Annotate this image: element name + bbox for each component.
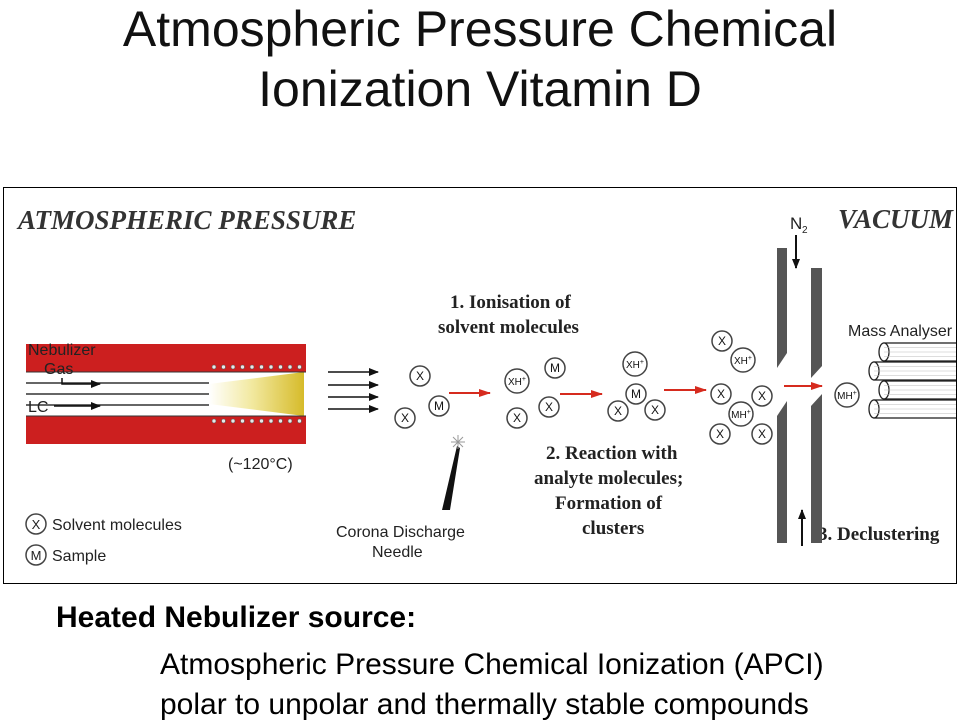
- caption-line1: Atmospheric Pressure Chemical Ionization…: [160, 648, 824, 681]
- svg-text:X: X: [545, 400, 553, 414]
- mass-analyser-rods: [868, 342, 956, 419]
- svg-text:X: X: [401, 411, 409, 425]
- svg-text:XH+: XH+: [734, 355, 752, 367]
- nebulizer-label-line2: Gas: [44, 361, 73, 378]
- solvent-molecule: X: [751, 385, 773, 407]
- sample-molecule: M: [428, 395, 450, 417]
- solvent-molecule: X: [394, 407, 416, 429]
- svg-text:X: X: [416, 369, 424, 383]
- quadrupole-rod: [878, 380, 956, 400]
- step2-line1: 2. Reaction with: [546, 443, 678, 464]
- step2-line2: analyte molecules;: [534, 468, 683, 489]
- mass-analyser-label: Mass Analyser: [848, 323, 953, 340]
- page-title-line2: Ionization Vitamin D: [258, 61, 702, 117]
- legend-sample-symbol: [25, 544, 47, 566]
- protonated-solvent-ion: XH+: [730, 347, 756, 373]
- svg-text:X: X: [758, 427, 766, 441]
- step1-line2: solvent molecules: [438, 317, 579, 338]
- page-title-line1: Atmospheric Pressure Chemical: [122, 1, 838, 57]
- solvent-molecule: X: [506, 407, 528, 429]
- corona-needle: [442, 435, 465, 510]
- legend-solvent-letter: X: [32, 517, 41, 532]
- svg-text:X: X: [651, 403, 659, 417]
- protonated-solvent-ion: XH+: [504, 368, 530, 394]
- legend-solvent-symbol: [25, 513, 47, 535]
- svg-text:X: X: [718, 334, 726, 348]
- region-vacuum-label: VACUUM: [838, 204, 954, 234]
- spray-arrows: [328, 368, 379, 413]
- solvent-molecule: X: [710, 383, 732, 405]
- svg-text:X: X: [717, 387, 725, 401]
- apci-diagram: ATMOSPHERIC PRESSURE VACUUM N 2 Nebulize…: [3, 187, 957, 584]
- heater-dots-top: [211, 364, 302, 370]
- legend-sample-letter: M: [31, 548, 42, 563]
- step3-label: 3. Declustering: [818, 524, 940, 545]
- svg-text:X: X: [614, 404, 622, 418]
- svg-text:XH+: XH+: [508, 376, 526, 388]
- step2-line3: Formation of: [555, 493, 663, 514]
- apci-diagram-svg: ATMOSPHERIC PRESSURE VACUUM N 2 Nebulize…: [16, 204, 956, 566]
- corona-label-line2: Needle: [372, 544, 423, 561]
- legend-sample-label: Sample: [52, 548, 106, 565]
- nitrogen-label: N: [790, 214, 802, 233]
- svg-text:XH+: XH+: [626, 359, 644, 371]
- skimmer-plates: [777, 248, 822, 543]
- corona-label-line1: Corona Discharge: [336, 524, 465, 541]
- protonated-sample-ion: MH+: [728, 401, 754, 427]
- protonated-sample-ion: MH+: [834, 382, 860, 408]
- heater-dots-bottom: [211, 418, 302, 424]
- svg-text:X: X: [716, 427, 724, 441]
- solvent-molecule: X: [607, 400, 629, 422]
- quadrupole-rod: [868, 399, 956, 419]
- temperature-label: (~120°C): [228, 456, 293, 473]
- legend-solvent-label: Solvent molecules: [52, 517, 182, 534]
- svg-text:M: M: [434, 399, 444, 413]
- gas-arrow: [61, 378, 101, 388]
- solvent-molecule: X: [538, 396, 560, 418]
- nitrogen-subscript: 2: [802, 225, 808, 236]
- legend: X Solvent molecules M Sample: [25, 513, 182, 566]
- quadrupole-rod: [878, 342, 956, 362]
- caption-heading: Heated Nebulizer source:: [56, 601, 417, 634]
- svg-text:M: M: [550, 361, 560, 375]
- svg-text:X: X: [513, 411, 521, 425]
- nebulizer-label-line1: Nebulizer: [28, 342, 96, 359]
- solvent-molecule: X: [644, 399, 666, 421]
- protonated-solvent-ion: XH+: [622, 351, 648, 377]
- region-atmospheric-label: ATMOSPHERIC PRESSURE: [16, 205, 356, 235]
- step2-line4: clusters: [582, 518, 644, 539]
- sample-molecule: M: [544, 357, 566, 379]
- sample-molecule: M: [625, 383, 647, 405]
- heated-nebulizer: [26, 344, 306, 444]
- svg-text:MH+: MH+: [837, 390, 857, 402]
- solvent-molecule: X: [751, 423, 773, 445]
- caption-line2: polar to unpolar and thermally stable co…: [160, 688, 809, 721]
- solvent-molecule: X: [409, 365, 431, 387]
- svg-text:M: M: [631, 387, 641, 401]
- step1-line1: 1. Ionisation of: [450, 292, 572, 313]
- solvent-molecule: X: [711, 330, 733, 352]
- svg-text:MH+: MH+: [731, 409, 751, 421]
- svg-text:X: X: [758, 389, 766, 403]
- quadrupole-rod: [868, 361, 956, 381]
- lc-label: LC: [28, 399, 48, 416]
- solvent-molecule: X: [709, 423, 731, 445]
